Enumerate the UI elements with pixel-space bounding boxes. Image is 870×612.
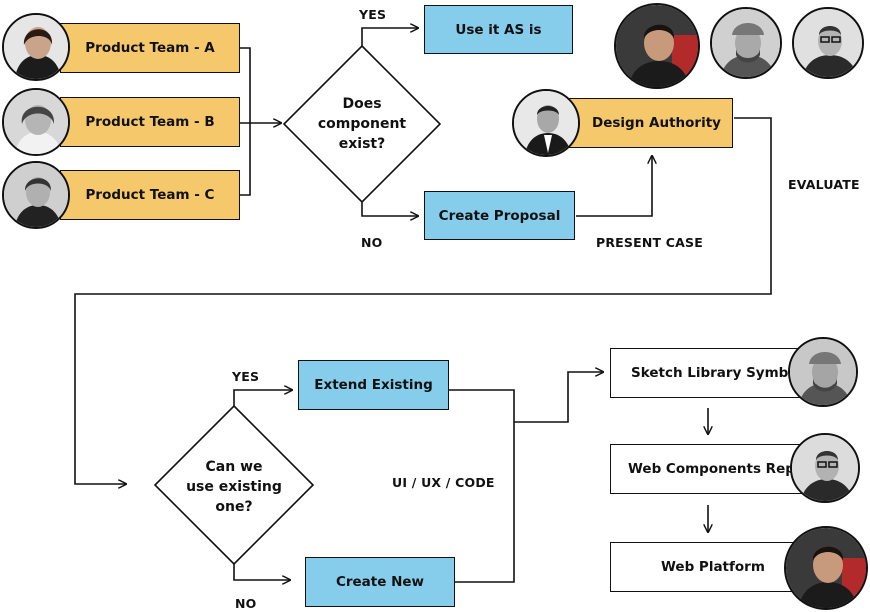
- create-proposal-label: Create Proposal: [438, 207, 561, 224]
- product-team-a-box[interactable]: Product Team - A: [60, 23, 240, 73]
- yes-branch-arrow: [361, 28, 418, 46]
- ui-ux-code-label: UI / UX / CODE: [392, 475, 495, 490]
- no-branch-2-arrow: [233, 564, 290, 580]
- person-avatar-icon: [790, 433, 860, 503]
- extend-existing-box[interactable]: Extend Existing: [298, 360, 449, 410]
- present-case-arrow: [576, 156, 652, 217]
- evaluate-label: EVALUATE: [788, 177, 860, 192]
- sketch-library-symbol-box[interactable]: Sketch Library Symbol: [610, 348, 810, 398]
- use-it-as-is-box[interactable]: Use it AS is: [424, 5, 573, 54]
- extend-merge-connector: [449, 389, 515, 583]
- product-team-c-box[interactable]: Product Team - C: [60, 170, 240, 220]
- web-components-repo-label: Web Components Repo: [628, 461, 805, 477]
- person-avatar-icon: [784, 526, 868, 610]
- yes-branch-2-arrow: [233, 390, 292, 406]
- create-proposal-box[interactable]: Create Proposal: [424, 191, 575, 240]
- person-avatar-icon: [788, 337, 858, 407]
- team-bracket-connector: [240, 47, 251, 196]
- product-team-a-label: Product Team - A: [85, 40, 215, 56]
- product-team-b-box[interactable]: Product Team - B: [60, 97, 240, 147]
- web-platform-box[interactable]: Web Platform: [610, 542, 810, 592]
- create-new-box[interactable]: Create New: [305, 557, 455, 607]
- web-components-repo-box[interactable]: Web Components Repo: [610, 444, 810, 494]
- decision-2-no-label: NO: [235, 596, 257, 611]
- sketch-library-symbol-label: Sketch Library Symbol: [631, 365, 803, 381]
- design-authority-box[interactable]: Design Authority: [568, 98, 733, 148]
- person-avatar-icon: [2, 161, 70, 229]
- merge-to-sketch-arrow: [514, 372, 603, 423]
- use-it-as-is-label: Use it AS is: [455, 21, 542, 38]
- decision-1-no-label: NO: [361, 235, 383, 250]
- extend-existing-label: Extend Existing: [314, 377, 433, 393]
- evaluate-loop-arrow: [74, 117, 772, 484]
- product-team-b-label: Product Team - B: [85, 114, 215, 130]
- person-avatar-icon: [512, 89, 580, 157]
- web-platform-label: Web Platform: [661, 559, 765, 575]
- decision-2-yes-label: YES: [232, 369, 260, 384]
- no-branch-arrow: [361, 202, 418, 216]
- person-avatar-icon: [614, 3, 700, 89]
- present-case-label: PRESENT CASE: [596, 235, 703, 250]
- design-authority-label: Design Authority: [592, 115, 721, 131]
- decision-1-text: Does component exist?: [317, 96, 407, 152]
- person-avatar-icon: [710, 7, 782, 79]
- decision-1-yes-label: YES: [359, 7, 387, 22]
- decision-2-text: Can we use existing one?: [186, 459, 282, 515]
- product-team-c-label: Product Team - C: [85, 187, 215, 203]
- person-avatar-icon: [2, 88, 70, 156]
- person-avatar-icon: [792, 7, 864, 79]
- person-avatar-icon: [2, 13, 70, 81]
- create-new-label: Create New: [335, 574, 425, 590]
